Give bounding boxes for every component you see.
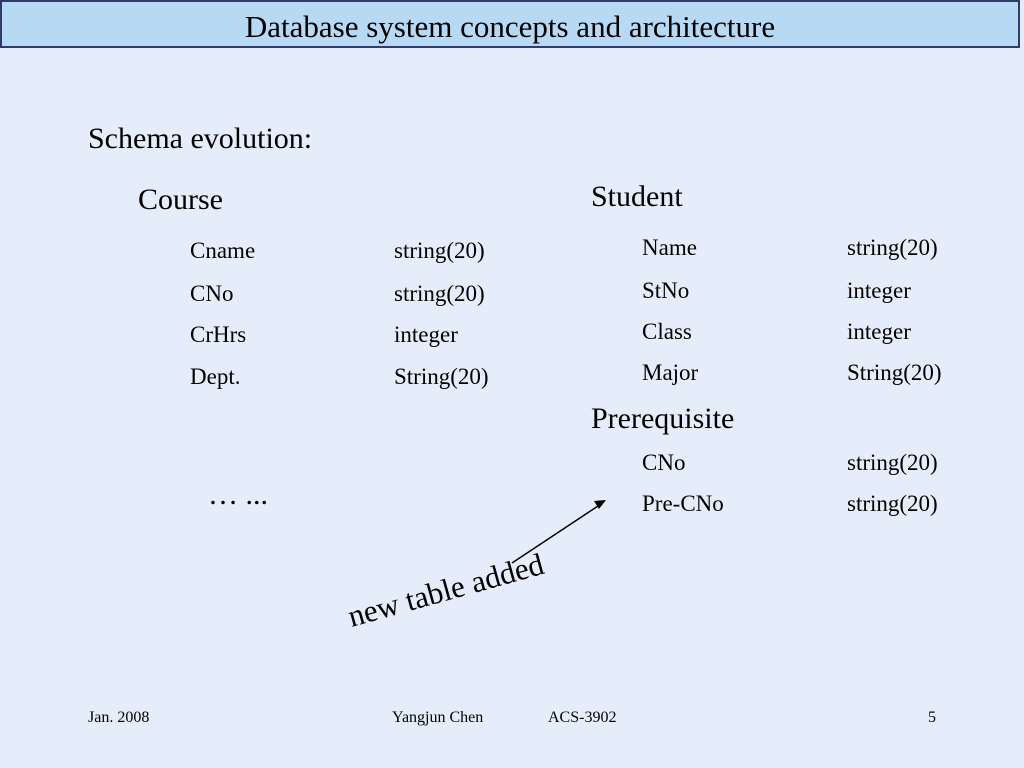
footer-author: Yangjun Chen	[392, 709, 484, 726]
student-type-class: integer	[847, 319, 911, 344]
course-type-cno: string(20)	[394, 281, 485, 306]
student-type-stno: integer	[847, 278, 911, 303]
course-type-cname: string(20)	[394, 238, 485, 263]
footer-date: Jan. 2008	[88, 709, 150, 726]
course-field-dept: Dept.	[190, 364, 241, 389]
title-bar: Database system concepts and architectur…	[0, 0, 1020, 48]
student-type-name: string(20)	[847, 235, 938, 260]
course-table-name: Course	[138, 183, 223, 216]
student-table-name: Student	[591, 180, 683, 213]
student-field-class: Class	[642, 319, 692, 344]
prerequisite-table-name: Prerequisite	[591, 402, 735, 435]
prerequisite-type-cno: string(20)	[847, 450, 938, 475]
course-field-crhrs: CrHrs	[190, 322, 247, 347]
course-field-cname: Cname	[190, 238, 256, 263]
course-type-crhrs: integer	[394, 322, 458, 347]
footer-page-number: 5	[928, 709, 936, 726]
prerequisite-field-cno: CNo	[642, 450, 686, 475]
course-type-dept: String(20)	[394, 364, 489, 389]
slide-title: Database system concepts and architectur…	[244, 9, 776, 44]
prerequisite-field-pre-cno: Pre-CNo	[642, 491, 724, 516]
footer-course-code: ACS-3902	[548, 709, 617, 726]
student-field-stno: StNo	[642, 278, 690, 303]
prerequisite-type-pre-cno: string(20)	[847, 491, 938, 516]
student-type-major: String(20)	[847, 360, 942, 385]
student-field-major: Major	[642, 360, 699, 385]
schema-evolution-heading: Schema evolution:	[88, 122, 313, 155]
student-field-name: Name	[642, 235, 697, 260]
course-ellipsis: … ...	[208, 478, 268, 511]
course-field-cno: CNo	[190, 281, 234, 306]
